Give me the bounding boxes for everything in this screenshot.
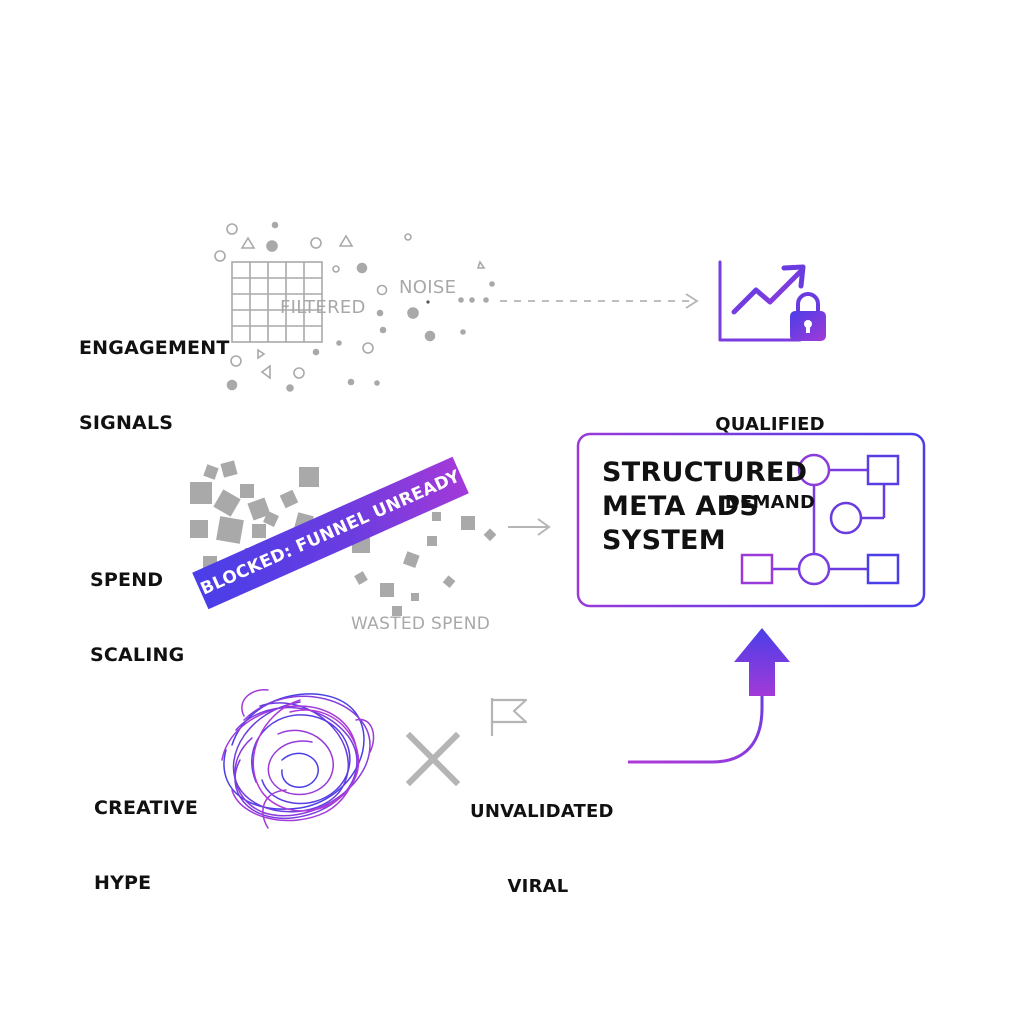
label-line: VIRAL bbox=[507, 876, 569, 897]
up-arrow-icon bbox=[734, 628, 790, 696]
flag-icon bbox=[490, 698, 528, 736]
qualified-demand-label: QUALIFIED DEMAND bbox=[700, 360, 840, 568]
wasted-spend-label: WASTED SPEND bbox=[351, 614, 491, 634]
creative-hype-label: CREATIVE HYPE bbox=[94, 746, 198, 946]
label-line: SIGNALS bbox=[79, 412, 174, 434]
label-line: UNVALIDATED bbox=[470, 801, 614, 822]
engagement-signals-label: ENGAGEMENT SIGNALS bbox=[79, 286, 230, 486]
creative-scribble bbox=[221, 689, 375, 829]
spend-scaling-label: SPEND SCALING bbox=[90, 518, 184, 718]
padlock-icon bbox=[790, 292, 826, 341]
noise-particles bbox=[214, 221, 495, 392]
system-box bbox=[576, 432, 926, 608]
system-box-title: STRUCTURED META ADS SYSTEM bbox=[602, 456, 807, 558]
spend-arrow bbox=[508, 518, 551, 536]
curved-connector bbox=[628, 694, 764, 764]
growth-chart-icon bbox=[718, 260, 806, 342]
label-line: DEMAND bbox=[724, 492, 816, 513]
title-line: STRUCTURED bbox=[602, 457, 808, 488]
node-network-icon bbox=[740, 453, 900, 586]
noise-label: NOISE bbox=[399, 277, 457, 298]
title-line: SYSTEM bbox=[602, 525, 726, 556]
label-line: HYPE bbox=[94, 872, 152, 894]
dashed-arrow bbox=[500, 293, 699, 309]
label-line: QUALIFIED bbox=[715, 414, 825, 435]
label-line: SPEND bbox=[90, 569, 164, 591]
filtered-label: FILTERED bbox=[280, 297, 366, 318]
label-line: ENGAGEMENT bbox=[79, 337, 230, 359]
title-line: META ADS bbox=[602, 491, 760, 522]
x-mark-icon bbox=[405, 731, 461, 787]
filter-grid-icon bbox=[231, 261, 323, 343]
unvalidated-viral-label: UNVALIDATED VIRAL bbox=[470, 749, 614, 949]
label-line: CREATIVE bbox=[94, 797, 199, 819]
label-line: SCALING bbox=[90, 644, 185, 666]
